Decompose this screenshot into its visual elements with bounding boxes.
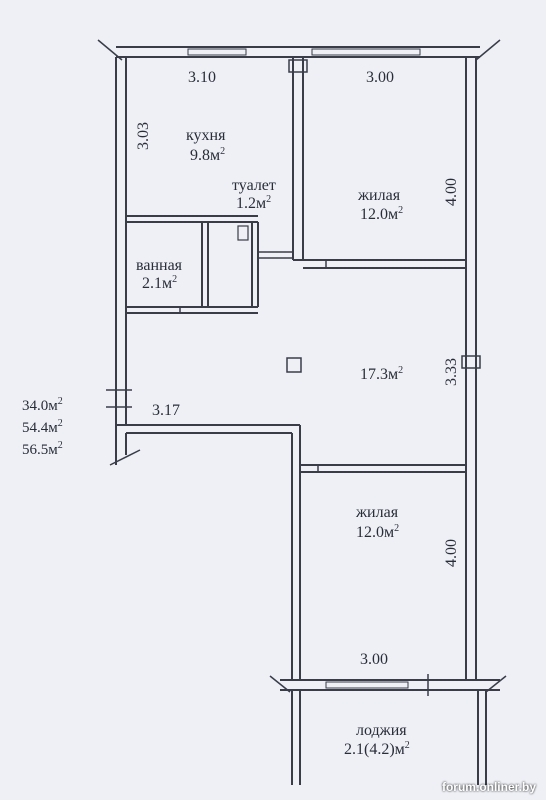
dim-hall-height: 3.33: [443, 358, 460, 386]
room-toilet-area: 1.2м2: [236, 194, 272, 212]
dim-bottom-width: 3.00: [360, 651, 388, 668]
dim-living1-height: 4.00: [443, 178, 460, 206]
corner-mark-bl: [269, 675, 291, 693]
room-bathroom-area: 2.1м2: [142, 274, 178, 292]
room-living2-name: жилая: [356, 504, 399, 521]
room-living1-area: 12.0м2: [360, 205, 404, 223]
corner-mark-br: [485, 675, 507, 693]
room-kitchen-area: 9.8м2: [190, 146, 226, 164]
room-living2-area: 12.0м2: [356, 523, 400, 541]
watermark: forum.onliner.by: [441, 780, 536, 794]
hall-column: [286, 357, 302, 373]
dim-top-right-width: 3.00: [366, 69, 394, 86]
entry-door-mark: [109, 449, 141, 466]
room-toilet-name: туалет: [232, 177, 276, 194]
room-kitchen-name: кухня: [186, 127, 226, 144]
dim-kitchen-width: 3.10: [188, 69, 216, 86]
toilet-fixture: [237, 225, 249, 241]
window-top-1: [187, 48, 247, 56]
total-area-with-loggia: 56.5м2: [22, 440, 63, 458]
room-bathroom-name: ванная: [136, 257, 183, 274]
total-area: 54.4м2: [22, 418, 63, 436]
dim-entry-width: 3.17: [152, 402, 180, 419]
room-loggia-name: лоджия: [356, 722, 407, 739]
corner-mark-tr: [475, 39, 501, 61]
total-living-area: 34.0м2: [22, 396, 63, 414]
dim-kitchen-height: 3.03: [135, 122, 152, 150]
room-living1-name: жилая: [358, 187, 401, 204]
dim-living2-height: 4.00: [443, 539, 460, 567]
room-hall-area: 17.3м2: [360, 365, 404, 383]
partition-column: [288, 59, 308, 73]
room-loggia-area: 2.1(4.2)м2: [344, 740, 410, 758]
corner-mark-tl: [97, 39, 123, 61]
window-bottom: [325, 681, 409, 689]
area-totals: 34.0м2 54.4м2 56.5м2: [22, 393, 63, 459]
right-column: [461, 355, 481, 369]
window-top-2: [311, 48, 421, 56]
